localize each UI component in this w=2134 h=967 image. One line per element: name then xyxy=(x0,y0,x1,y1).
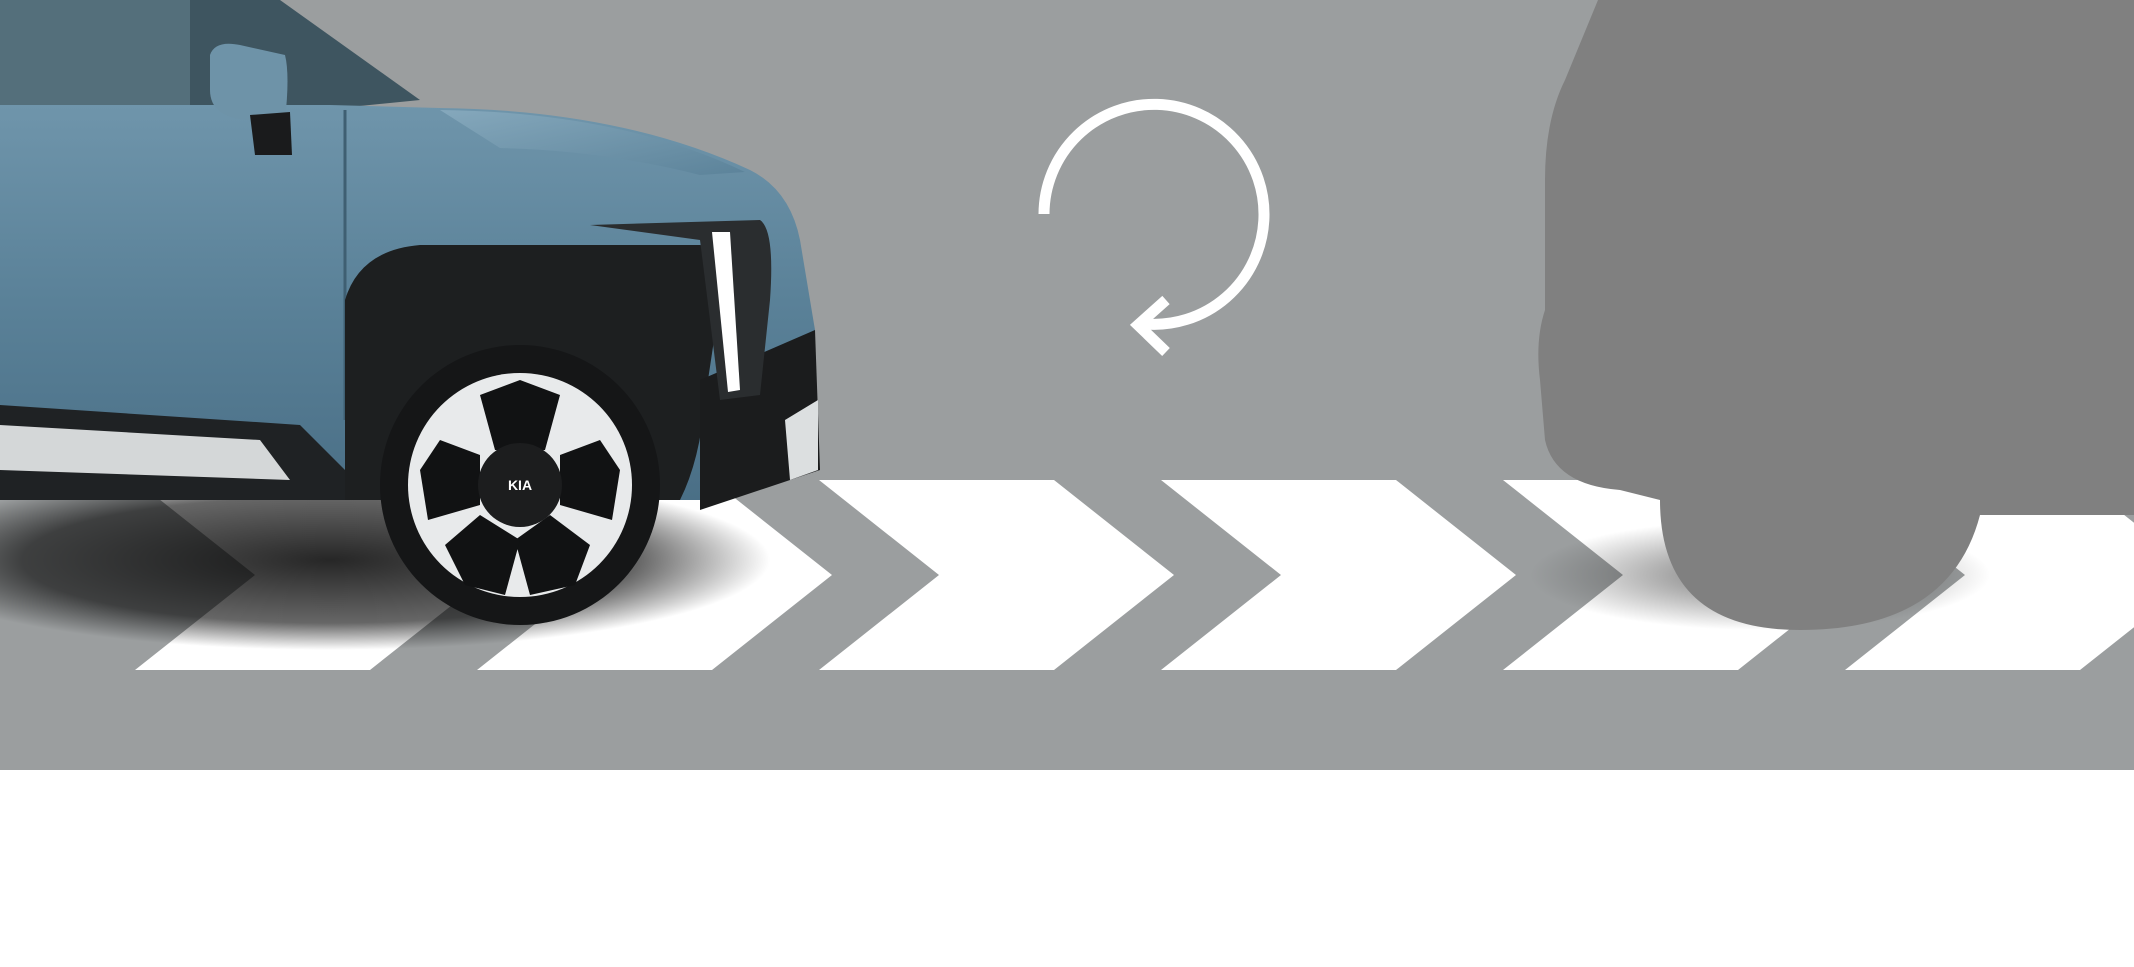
svg-text:KIA: KIA xyxy=(508,477,532,493)
parking-illustration: KIA xyxy=(0,0,2134,770)
page-bottom-area xyxy=(0,770,2134,967)
